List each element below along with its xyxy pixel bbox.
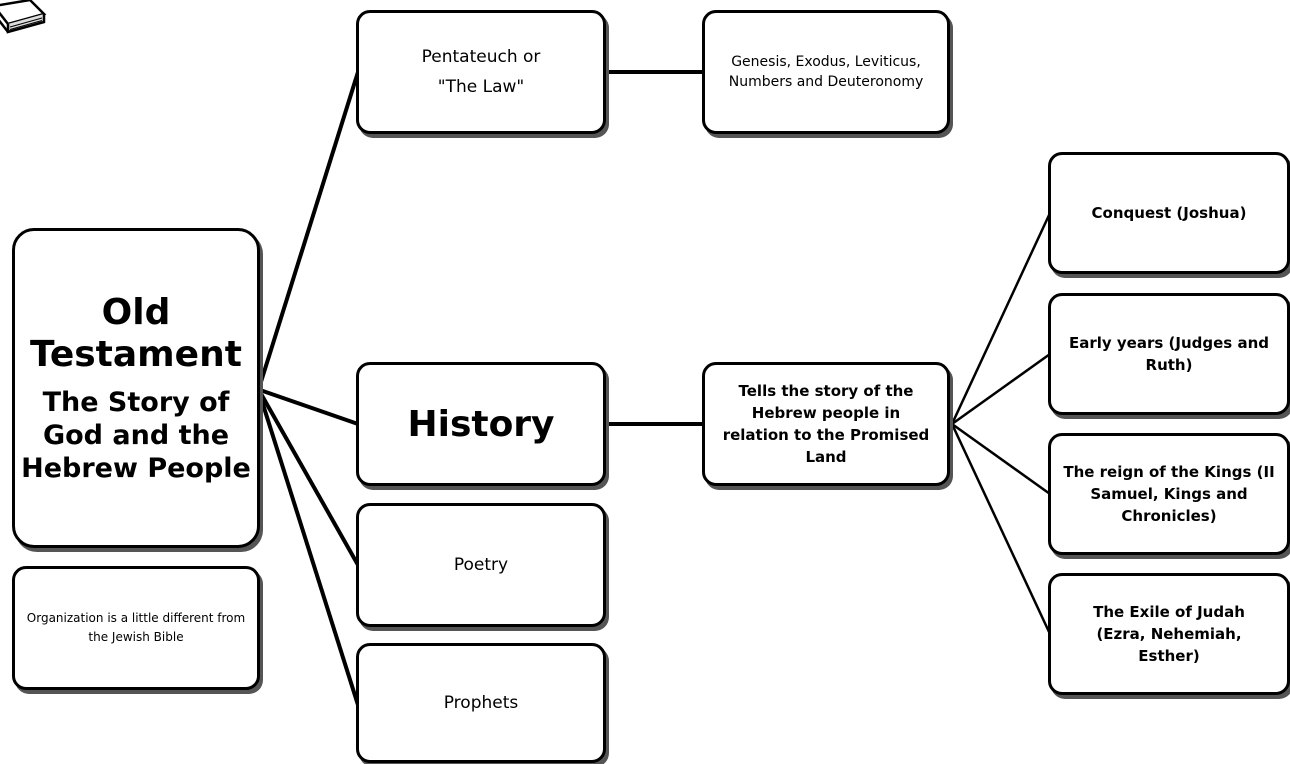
root-node: Old Testament The Story of God and the H… (12, 228, 260, 548)
root-subtitle: The Story of God and the Hebrew People (21, 386, 251, 484)
connector-root-poetry (258, 391, 360, 566)
history-description-text: Tells the story of the Hebrew people in … (722, 382, 930, 466)
history-period-conquest: Conquest (Joshua) (1048, 152, 1290, 274)
history-period-label: The reign of the Kings (II Samuel, Kings… (1063, 463, 1275, 525)
pentateuch-node: Pentateuch or "The Law" (356, 10, 606, 134)
pentateuch-books-node: Genesis, Exodus, Leviticus, Numbers and … (702, 10, 950, 134)
organization-note-text: Organization is a little different from … (26, 611, 246, 644)
poetry-label: Poetry (453, 555, 509, 575)
connector-root-history (259, 388, 359, 426)
pentateuch-label-line1: Pentateuch or (421, 47, 541, 67)
connector-desc-conquest (950, 212, 1052, 425)
connector-desc-early (951, 352, 1051, 426)
history-node: History (356, 362, 606, 486)
organization-note: Organization is a little different from … (12, 566, 260, 690)
pentateuch-books-text: Genesis, Exodus, Leviticus, Numbers and … (728, 54, 924, 90)
poetry-node: Poetry (356, 503, 606, 627)
connector-root-pentateuch (258, 71, 360, 386)
history-label: History (407, 403, 555, 445)
book-icon (0, 0, 47, 34)
history-description-node: Tells the story of the Hebrew people in … (702, 362, 950, 486)
prophets-label: Prophets (443, 693, 519, 713)
history-period-early-years: Early years (Judges and Ruth) (1048, 293, 1290, 415)
root-title: Old Testament (30, 291, 242, 375)
pentateuch-label-line2: "The Law" (437, 77, 525, 97)
connector-desc-kings (951, 422, 1051, 496)
prophets-node: Prophets (356, 643, 606, 763)
connector-root-prophets (258, 394, 360, 706)
history-period-label: The Exile of Judah (Ezra, Nehemiah, Esth… (1093, 603, 1245, 665)
history-period-kings: The reign of the Kings (II Samuel, Kings… (1048, 433, 1290, 555)
history-period-label: Early years (Judges and Ruth) (1069, 334, 1269, 374)
history-period-exile: The Exile of Judah (Ezra, Nehemiah, Esth… (1048, 573, 1290, 695)
history-period-label: Conquest (Joshua) (1091, 204, 1247, 222)
connector-desc-exile (950, 423, 1052, 635)
